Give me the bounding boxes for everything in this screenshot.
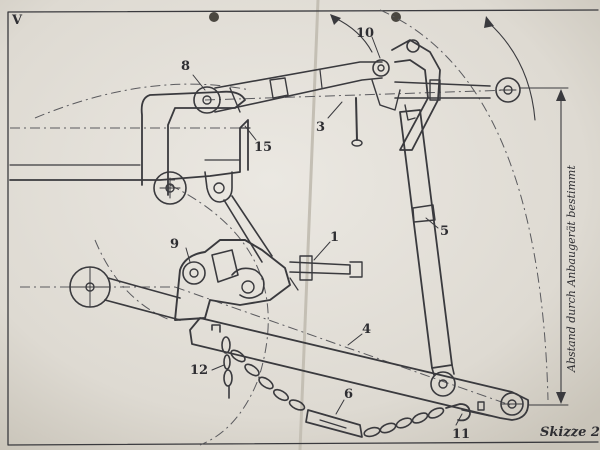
fold-crease [298, 0, 320, 450]
leader-lines [185, 36, 463, 426]
part-label-9: 9 [170, 237, 179, 252]
punch-hole-right [391, 12, 401, 22]
tractor-frame [9, 90, 251, 196]
check-chain [211, 324, 491, 438]
lower-link-left-end [69, 266, 181, 321]
lower-pivot-left [153, 171, 187, 205]
hanger-bracket [204, 171, 233, 203]
corner-mark: V [11, 13, 23, 28]
locking-bolt [289, 255, 363, 291]
part-label-3: 3 [316, 120, 325, 135]
upper-link-bracket [371, 39, 441, 151]
diagonal-strut [223, 195, 273, 263]
part-label-8: 8 [181, 59, 190, 74]
part-label-4: 4 [362, 322, 371, 337]
swing-arc-right [484, 16, 536, 121]
part-label-10: 10 [356, 26, 374, 41]
dimension-note: Abstand durch Anbaugerät bestimmt [565, 165, 578, 373]
part-label-12: 12 [190, 363, 208, 378]
punch-hole-left [209, 12, 219, 22]
retaining-pin [351, 97, 363, 147]
part-label-6: 6 [344, 387, 353, 402]
part-label-15: 15 [254, 140, 272, 155]
part-label-11: 11 [452, 427, 470, 442]
border-frame [7, 9, 599, 446]
part-label-1: 1 [330, 230, 339, 245]
sheet-label: Skizze 2 [540, 425, 600, 440]
part-number-labels: 8 10 3 15 5 1 9 4 12 6 11 [170, 26, 470, 442]
part-label-5: 5 [440, 224, 449, 239]
swivel-bracket [174, 239, 291, 321]
lower-link [189, 317, 530, 421]
top-link-extension [394, 77, 521, 103]
dimension-line [519, 87, 569, 406]
swing-arc-top [330, 14, 373, 53]
